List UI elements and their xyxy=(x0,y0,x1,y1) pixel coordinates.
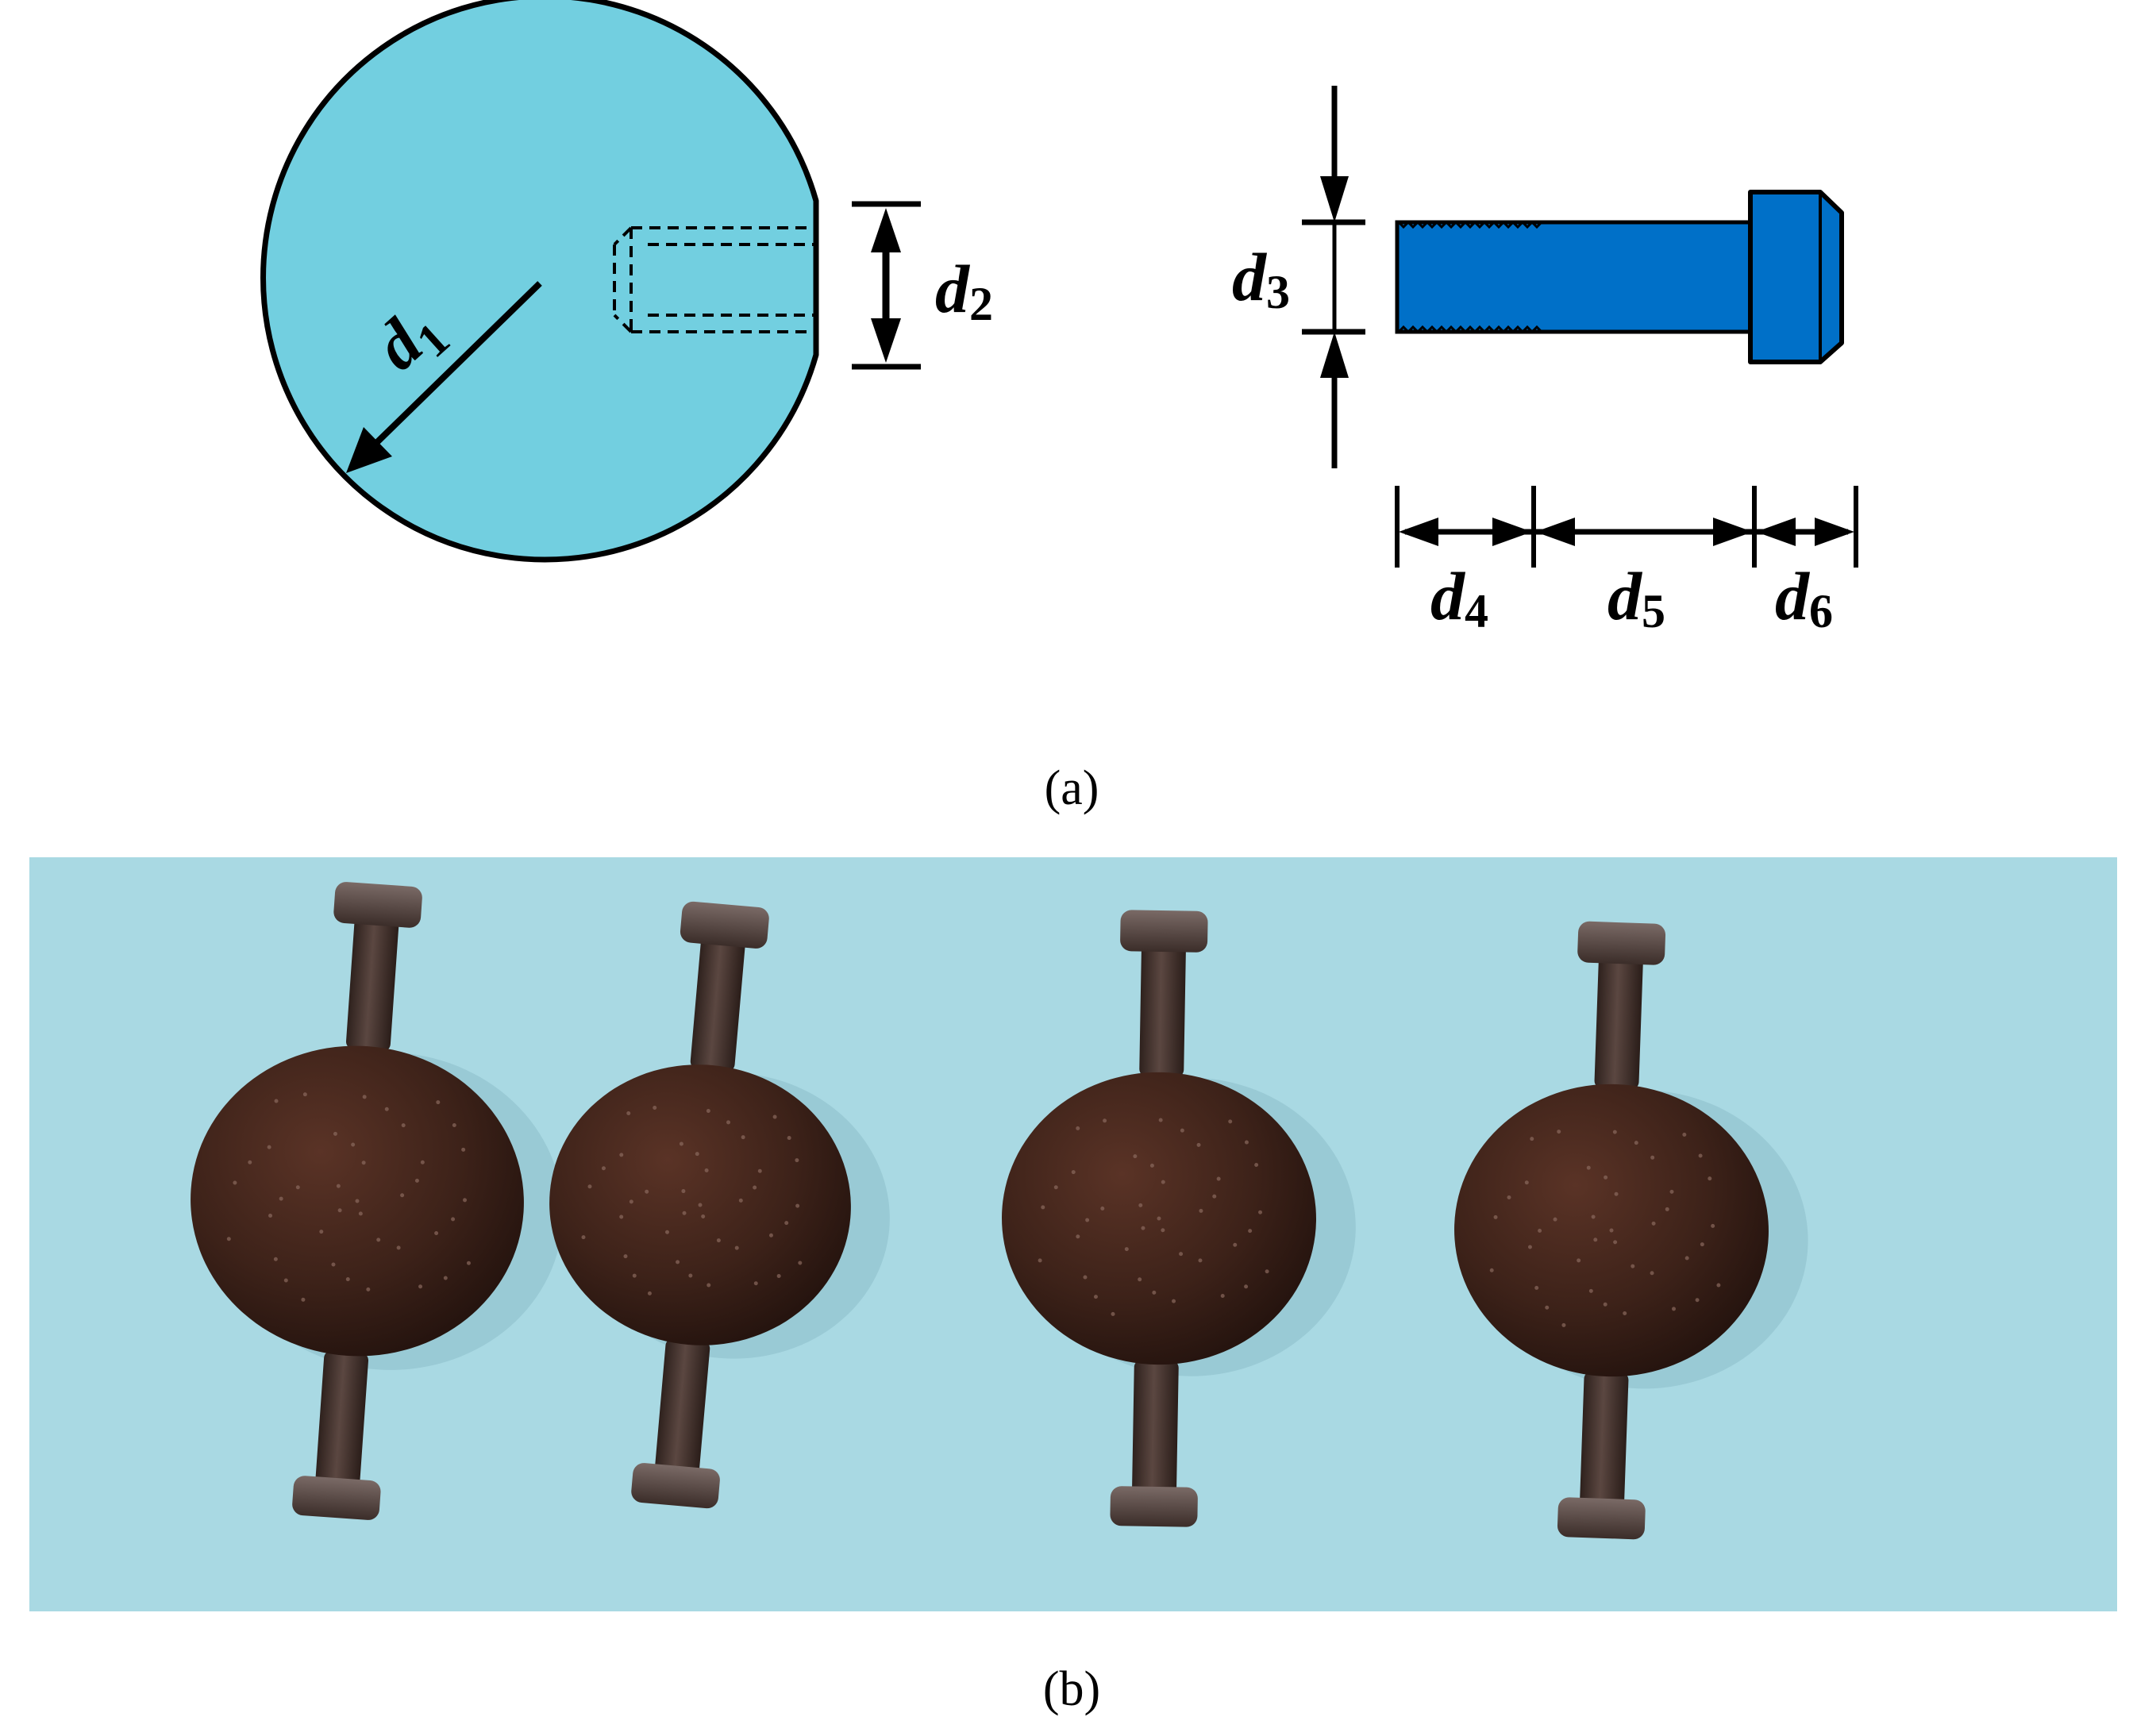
d2-arrow-top xyxy=(871,208,901,252)
caption-a: (a) xyxy=(1045,761,1099,815)
threaded-hole xyxy=(613,226,814,333)
d2-arrow-bottom xyxy=(871,318,901,363)
d2-dimension xyxy=(852,201,921,370)
specimen-shaft-bottom xyxy=(1132,1359,1179,1499)
caption-b: (b) xyxy=(1043,1662,1100,1716)
panel-a: d1 d2 xyxy=(260,0,1858,815)
specimen-cap-top xyxy=(333,882,422,928)
bolt-head xyxy=(1748,190,1844,364)
d3-arrow-top xyxy=(1320,176,1349,222)
specimen-shaft-top xyxy=(345,914,399,1052)
bolt-thread xyxy=(1397,221,1543,333)
specimen-cap-bottom xyxy=(1557,1497,1646,1540)
d3-dimension xyxy=(1302,86,1365,468)
specimen-shaft-top xyxy=(690,934,745,1072)
specimen-cap-bottom xyxy=(631,1463,720,1509)
specimen-cap-top xyxy=(1577,921,1666,965)
specimens xyxy=(191,882,1808,1540)
sphere-body xyxy=(260,0,819,563)
panel-b: (b) xyxy=(29,857,2117,1716)
specimen-shaft-bottom xyxy=(1580,1371,1629,1511)
d6-label: d6 xyxy=(1775,558,1833,637)
specimen-shaft-bottom xyxy=(315,1350,369,1492)
specimen-1 xyxy=(191,882,564,1520)
bolt-shank xyxy=(1395,220,1757,334)
specimen-cap-top xyxy=(1120,910,1208,953)
d3-arrow-bottom xyxy=(1320,332,1349,378)
d1-arrowhead xyxy=(346,427,392,473)
specimen-shaft-top xyxy=(1139,941,1186,1078)
d3-label: d3 xyxy=(1232,239,1290,318)
bolt-drawing xyxy=(1395,190,1844,364)
specimen-shaft-bottom xyxy=(654,1338,710,1480)
specimen-shaft-top xyxy=(1594,953,1643,1090)
d5-label: d5 xyxy=(1607,558,1665,637)
d1-dimension: d1 xyxy=(346,281,542,473)
d4-label: d4 xyxy=(1430,558,1488,637)
specimen-4 xyxy=(1454,921,1808,1540)
specimen-cap-bottom xyxy=(292,1476,381,1520)
specimen-cap-bottom xyxy=(1110,1486,1198,1527)
length-dimensions xyxy=(1395,486,1858,568)
specimen-cap-top xyxy=(680,901,769,949)
sphere-drawing: d1 d2 xyxy=(260,0,993,563)
d2-label: d2 xyxy=(935,251,993,330)
specimen-3 xyxy=(1002,910,1356,1527)
specimen-2 xyxy=(549,901,890,1509)
